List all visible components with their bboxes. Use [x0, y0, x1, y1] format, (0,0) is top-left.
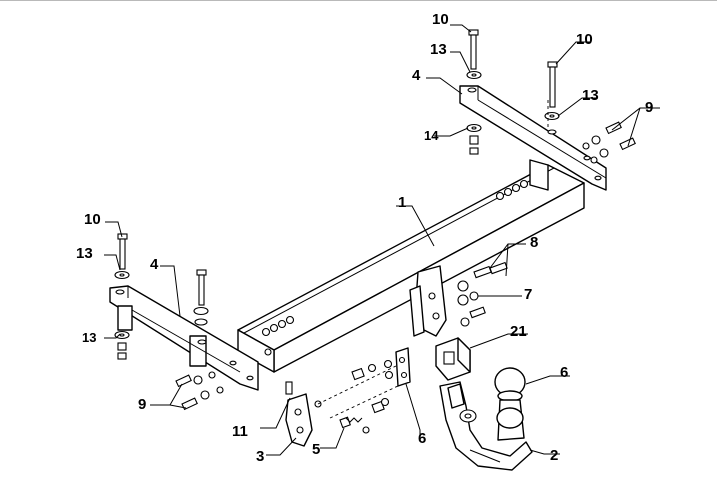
callout-3: 3: [256, 448, 264, 465]
callout-6-ball: 6: [560, 364, 568, 381]
callout-21: 21: [510, 323, 527, 340]
bolt-10-top-left: [468, 29, 479, 70]
main-crossbeam: [237, 159, 585, 373]
callout-13-left-top: 13: [76, 245, 93, 262]
callout-9-right: 9: [645, 99, 653, 116]
spring-part-5: [339, 416, 370, 434]
bolts-9-right: [582, 121, 636, 164]
callout-4-right: 4: [412, 67, 421, 84]
callout-10-top-left: 10: [432, 11, 449, 28]
leader-lines: [104, 24, 660, 456]
center-mount-plate: [409, 261, 508, 337]
bracket-plate-6: [351, 347, 411, 414]
socket-bracket-21: [435, 337, 471, 381]
callout-4-left: 4: [150, 256, 159, 273]
beam-nuts: [261, 179, 529, 356]
assembly-guide-lines: [317, 100, 549, 419]
tow-ball-6: [494, 367, 526, 441]
callout-10-left: 10: [84, 211, 101, 228]
bolts-9-left: [175, 371, 224, 411]
callout-6-plate: 6: [418, 430, 426, 447]
bolt-10-left: [117, 233, 128, 270]
callout-2: 2: [550, 447, 558, 464]
callout-5: 5: [312, 441, 320, 458]
callout-1: 1: [398, 194, 406, 211]
bolt-10-mid: [196, 269, 207, 306]
callout-10-top-right: 10: [576, 31, 593, 48]
tow-ball-neck-2: [439, 381, 533, 471]
callout-11: 11: [232, 423, 248, 440]
top-border-line: [0, 0, 717, 1]
callout-13-left-bottom: 13: [82, 330, 96, 345]
callout-13-top: 13: [430, 41, 447, 58]
callout-7: 7: [524, 286, 532, 303]
callout-14: 14: [424, 128, 439, 143]
bracket-part-3: [285, 381, 322, 447]
callout-9-left: 9: [138, 396, 146, 413]
bolt-10-top-right: [547, 61, 558, 108]
callout-8: 8: [530, 234, 538, 251]
callout-labels: 10 13 10 4 13 14 9 1 10 13 4 13 9 8 7 21…: [76, 11, 653, 465]
left-side-bracket: [109, 285, 259, 391]
right-side-bracket: [459, 85, 607, 191]
callout-13-right: 13: [582, 87, 599, 104]
